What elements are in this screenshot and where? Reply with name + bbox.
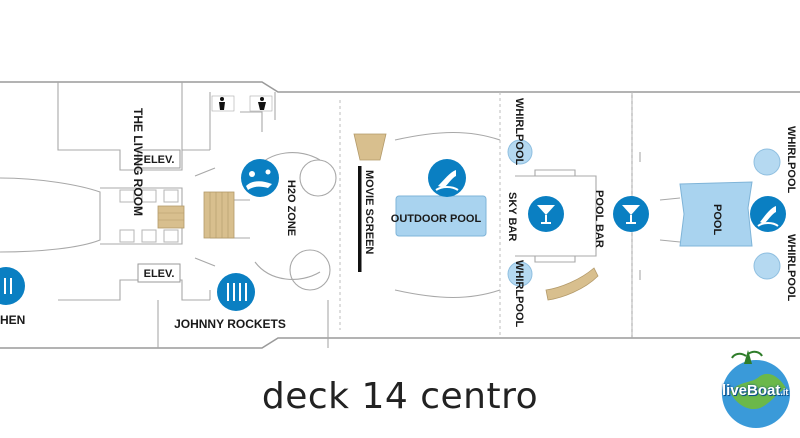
living-room-label: THE LIVING ROOM xyxy=(131,108,145,216)
whirlpool-upper-label: WHIRLPOOL xyxy=(513,98,525,165)
main-pool-water xyxy=(679,181,753,247)
kitchen-partial-label: HEN xyxy=(0,313,25,327)
wood-deck-lines xyxy=(158,192,229,238)
whirlpool-lower-tub xyxy=(507,261,533,287)
pool-icon-main xyxy=(750,196,786,232)
dining-icon xyxy=(217,273,255,311)
whirlpools xyxy=(507,139,781,287)
whirlpool-right-lower-label: WHIRLPOOL xyxy=(785,234,797,301)
whirlpool-right-lower-tub xyxy=(753,252,781,280)
elevator-top-label: ELEV. xyxy=(144,154,175,166)
cocktail-icon-pool-bar xyxy=(613,196,649,232)
lounge-seating xyxy=(119,189,179,243)
liveboat-logo xyxy=(722,350,790,428)
sky-bar-label: SKY BAR xyxy=(506,192,518,241)
restroom-icon xyxy=(211,95,273,112)
elevator-top-box xyxy=(137,149,181,169)
whirlpool-right-upper-tub xyxy=(753,148,781,176)
deck-caption: deck 14 centro xyxy=(261,376,539,417)
outdoor-pool-label: OUTDOOR POOL xyxy=(391,213,482,225)
cocktail-icon xyxy=(528,196,564,232)
pool-bar-label: POOL BAR xyxy=(593,190,605,248)
whirlpool-right-upper-label: WHIRLPOOL xyxy=(785,126,797,193)
movie-screen-bar xyxy=(358,166,362,272)
interior-walls xyxy=(0,82,681,348)
elevator-bottom-box xyxy=(137,263,181,283)
whirlpool-upper-tub xyxy=(507,139,533,165)
kids-play-icon xyxy=(241,159,279,197)
h2o-zone-label: H2O ZONE xyxy=(285,180,297,236)
whirlpool-lower-label: WHIRLPOOL xyxy=(513,260,525,327)
wood-decks xyxy=(157,133,599,301)
pool-label: POOL xyxy=(711,204,723,235)
pool-icon xyxy=(428,159,466,197)
elevator-bottom-label: ELEV. xyxy=(144,268,175,280)
dining-icon-forward xyxy=(0,267,25,305)
johnny-rockets-label: JOHNNY ROCKETS xyxy=(174,317,286,331)
movie-screen-label: MOVIE SCREEN xyxy=(363,170,375,254)
liveboat-logo-text: liveBoat.it xyxy=(722,382,789,399)
hull-outline xyxy=(0,81,800,349)
